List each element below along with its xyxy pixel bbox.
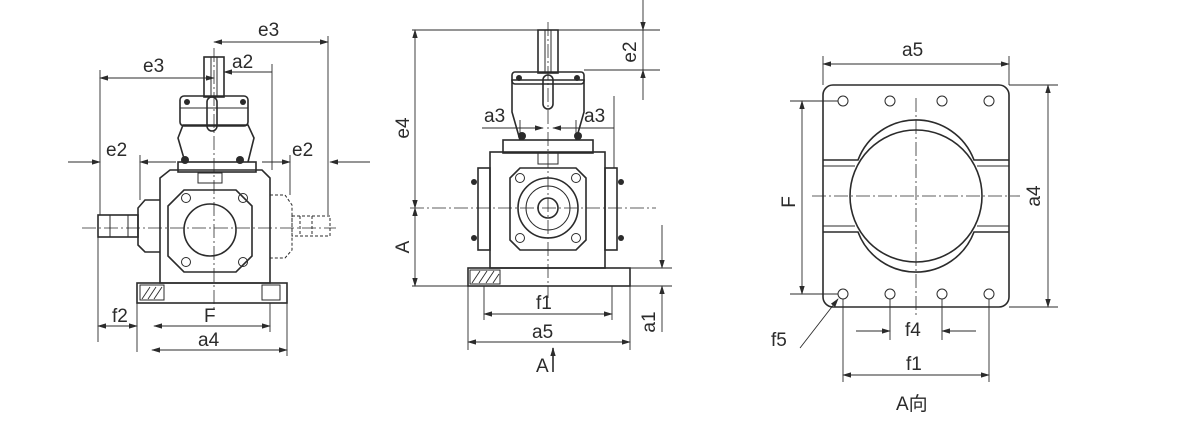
base-bolt-hole <box>884 288 896 300</box>
side-view: e3 e3 a2 e2 e2 f2 F a4 <box>68 20 370 356</box>
front-a3-left-label: a3 <box>484 106 505 127</box>
base-bolt-hole <box>936 95 948 107</box>
base-f1-label: f1 <box>906 354 922 375</box>
front-f1-label: f1 <box>536 293 552 314</box>
base-view: a5 F a4 f5 f4 f1 A向 <box>771 40 1058 415</box>
side-e3-top-label: e3 <box>258 20 279 41</box>
side-e2-left-label: e2 <box>106 140 127 161</box>
front-e2-label: e2 <box>620 41 641 62</box>
side-flange <box>167 189 253 273</box>
side-e3-mid-label: e3 <box>143 56 164 77</box>
base-bolt-hole <box>837 95 849 107</box>
side-right-hidden-shaft <box>291 215 331 237</box>
front-base-plate <box>467 267 631 287</box>
front-right-boss <box>604 167 618 251</box>
base-bolt-hole <box>936 288 948 300</box>
side-top-gear-housing <box>177 124 255 163</box>
side-left-bearing-cap <box>137 199 160 253</box>
base-view-caption: A向 <box>896 393 928 415</box>
base-bolt-hole <box>983 95 995 107</box>
base-f4-label: f4 <box>905 320 921 341</box>
front-view-arrow-label: A <box>536 356 549 377</box>
side-left-shaft <box>97 214 139 238</box>
side-f2-label: f2 <box>112 306 128 327</box>
front-left-boss <box>477 167 491 251</box>
base-cutout-edges <box>823 119 1009 273</box>
side-base-bolt-hole <box>139 284 165 301</box>
side-F-label: F <box>204 306 216 327</box>
front-e4-label: e4 <box>393 117 414 139</box>
front-a3-right-label: a3 <box>584 106 605 127</box>
side-right-hidden-cap <box>270 194 293 259</box>
side-e2-right-label: e2 <box>292 140 313 161</box>
side-a2-label: a2 <box>232 52 253 73</box>
side-flange-bore <box>183 203 237 257</box>
base-bolt-hole <box>837 288 849 300</box>
front-a5-label: a5 <box>532 322 553 343</box>
front-a1-label: a1 <box>639 311 660 332</box>
front-A-label: A <box>393 240 414 253</box>
base-a4-label: a4 <box>1024 185 1045 207</box>
front-view: e4 A e2 a3 a3 a1 f1 a5 <box>393 0 672 377</box>
base-a5-label: a5 <box>902 40 923 61</box>
side-housing <box>159 169 271 284</box>
base-bolt-hole <box>983 288 995 300</box>
base-F-label: F <box>779 196 800 208</box>
front-flange <box>509 167 587 251</box>
base-bolt-hole <box>884 95 896 107</box>
base-f5-label: f5 <box>771 330 787 351</box>
side-a4-label: a4 <box>198 330 220 351</box>
